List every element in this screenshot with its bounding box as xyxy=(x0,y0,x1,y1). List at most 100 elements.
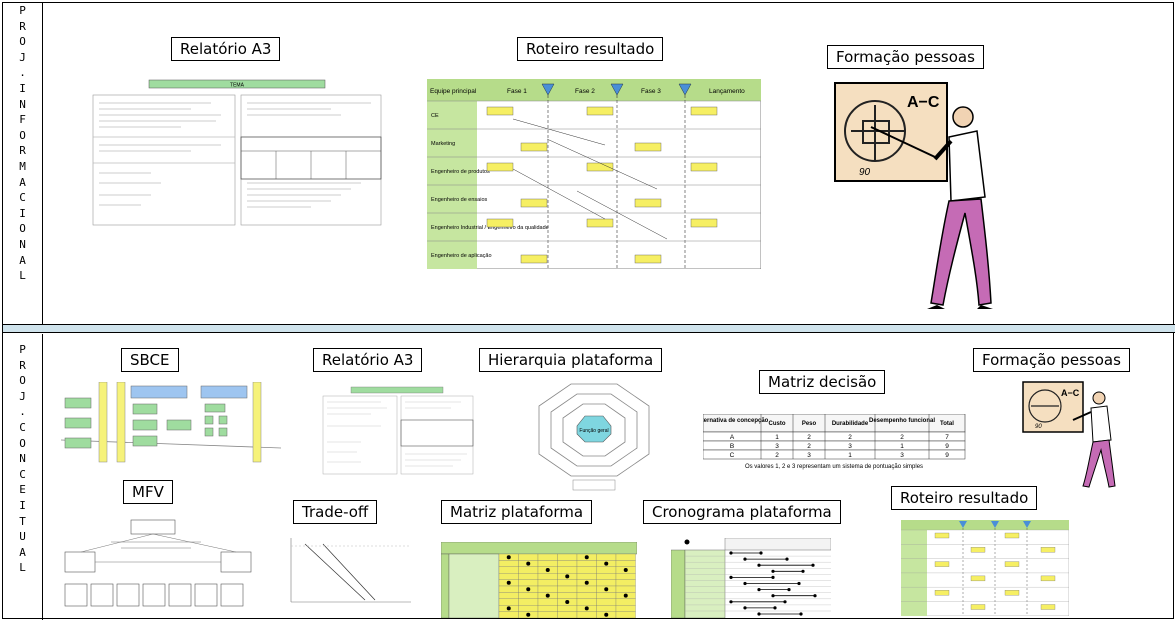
sidebar-letter: N xyxy=(19,97,26,111)
sidebar-letter: I xyxy=(19,206,26,220)
matriz-cell: 3 xyxy=(848,443,852,450)
matriz-header: Durabilidade xyxy=(832,421,869,427)
matriz-plataforma-thumbnail xyxy=(441,542,637,618)
hierarquia-plataforma-label: Hierarquia plataforma xyxy=(479,348,663,372)
matriz-cell: 7 xyxy=(945,434,949,441)
sidebar-letter: A xyxy=(19,253,26,267)
sbce-label: SBCE xyxy=(121,348,179,372)
roteiro-row-label: Marketing xyxy=(431,141,455,147)
matriz-header: Desempenho funcional xyxy=(869,418,935,424)
board-number-top: 90 xyxy=(859,167,871,178)
sidebar-letter: I xyxy=(19,498,26,512)
cronograma-plataforma-thumbnail xyxy=(671,538,831,618)
relatorio-a3-label: Relatório A3 xyxy=(171,37,281,61)
sidebar-letter: N xyxy=(19,452,26,466)
sidebar-letter: L xyxy=(19,561,26,575)
relatorio-a3-thumbnail: TEMA xyxy=(91,79,383,227)
hierarquia-plataforma-thumbnail: Função geral xyxy=(509,382,679,492)
matriz-cell: B xyxy=(730,443,734,450)
sidebar-letter: C xyxy=(19,420,26,434)
row-separator xyxy=(3,325,1175,333)
sidebar-letter: L xyxy=(19,269,26,283)
sidebar-letter: . xyxy=(19,405,26,419)
roteiro-header: Fase 1 xyxy=(507,88,527,95)
roteiro-header: Equipe principal xyxy=(430,88,477,95)
sidebar-letter: I xyxy=(19,81,26,95)
matriz-header: Custo xyxy=(769,421,786,427)
board-number-bottom: 90 xyxy=(1035,424,1042,430)
matriz-cell: 3 xyxy=(900,452,904,459)
matriz-cell: 3 xyxy=(775,443,779,450)
roteiro-row-label: Engenheiro de ensaios xyxy=(431,197,488,203)
sidebar-letter: O xyxy=(19,35,26,49)
board-formula-top: A−C xyxy=(907,94,940,111)
roteiro-row-label: Engenheiro de produtos xyxy=(431,169,490,175)
sidebar-letter: C xyxy=(19,191,26,205)
roteiro-row-label: Engenheiro de aplicação xyxy=(431,253,492,259)
matriz-cell: 2 xyxy=(807,443,811,450)
sidebar-letter: F xyxy=(19,113,26,127)
hierarquia-center-text: Função geral xyxy=(579,428,608,434)
sidebar-letter: T xyxy=(19,514,26,528)
relatorio-a3-label-2: Relatório A3 xyxy=(313,348,423,372)
sidebar-letter: . xyxy=(19,66,26,80)
formacao-pessoas-label: Formação pessoas xyxy=(827,45,984,69)
matriz-header: Peso xyxy=(802,421,817,427)
matriz-cell: 9 xyxy=(945,452,949,459)
sidebar-letter: U xyxy=(19,530,26,544)
matriz-cell: C xyxy=(730,452,735,459)
mfv-label: MFV xyxy=(123,480,173,504)
matriz-decisao-label: Matriz decisão xyxy=(759,370,886,394)
matriz-cell: 9 xyxy=(945,443,949,450)
sidebar-letter: O xyxy=(19,436,26,450)
sidebar-letter: A xyxy=(19,545,26,559)
mfv-thumbnail xyxy=(61,518,261,612)
sidebar-letter: N xyxy=(19,237,26,251)
a3-tema-text: TEMA xyxy=(230,83,245,89)
cronograma-plataforma-label: Cronograma plataforma xyxy=(643,500,841,524)
sidebar-letter: O xyxy=(19,128,26,142)
matriz-header: Alternativa de concepção xyxy=(703,418,769,424)
sidebar-letter: R xyxy=(19,358,26,372)
sidebar-letter: J xyxy=(19,50,26,64)
roteiro-resultado-small-thumbnail xyxy=(901,520,1069,616)
sbce-thumbnail xyxy=(61,382,281,472)
sidebar-letter: O xyxy=(19,374,26,388)
matriz-cell: 1 xyxy=(775,434,779,441)
matriz-cell: 2 xyxy=(775,452,779,459)
formacao-pessoas-clipart-2: A−C 90 xyxy=(1021,378,1125,490)
roteiro-resultado-label: Roteiro resultado xyxy=(517,37,664,61)
sidebar-letter: R xyxy=(19,144,26,158)
sidebar-letter: P xyxy=(19,4,26,17)
formacao-pessoas-clipart: A−C 90 xyxy=(831,77,995,313)
trade-off-label: Trade-off xyxy=(293,500,378,524)
matriz-plataforma-label: Matriz plataforma xyxy=(441,500,593,524)
roteiro-header: Fase 3 xyxy=(641,88,661,95)
matriz-cell: 1 xyxy=(900,443,904,450)
roteiro-header: Fase 2 xyxy=(575,88,595,95)
trade-off-thumbnail xyxy=(275,534,415,612)
matriz-header: Total xyxy=(940,421,954,427)
board-formula-bottom: A−C xyxy=(1061,388,1080,398)
matriz-cell: A xyxy=(730,434,735,441)
sidebar-letter: J xyxy=(19,389,26,403)
sidebar-letter: P xyxy=(19,343,26,356)
relatorio-a3-small-thumbnail xyxy=(321,386,475,476)
matriz-cell: 2 xyxy=(848,434,852,441)
matriz-cell: 2 xyxy=(807,434,811,441)
matriz-cell: 3 xyxy=(807,452,811,459)
sidebar-letter: E xyxy=(19,483,26,497)
formacao-pessoas-label-2: Formação pessoas xyxy=(973,348,1130,372)
sidebar-letter: A xyxy=(19,175,26,189)
sidebar-letter: O xyxy=(19,222,26,236)
matriz-footnote: Os valores 1, 2 e 3 representam um siste… xyxy=(745,464,923,470)
sidebar-letter: M xyxy=(19,159,26,173)
roteiro-resultado-label-2: Roteiro resultado xyxy=(891,486,1038,510)
